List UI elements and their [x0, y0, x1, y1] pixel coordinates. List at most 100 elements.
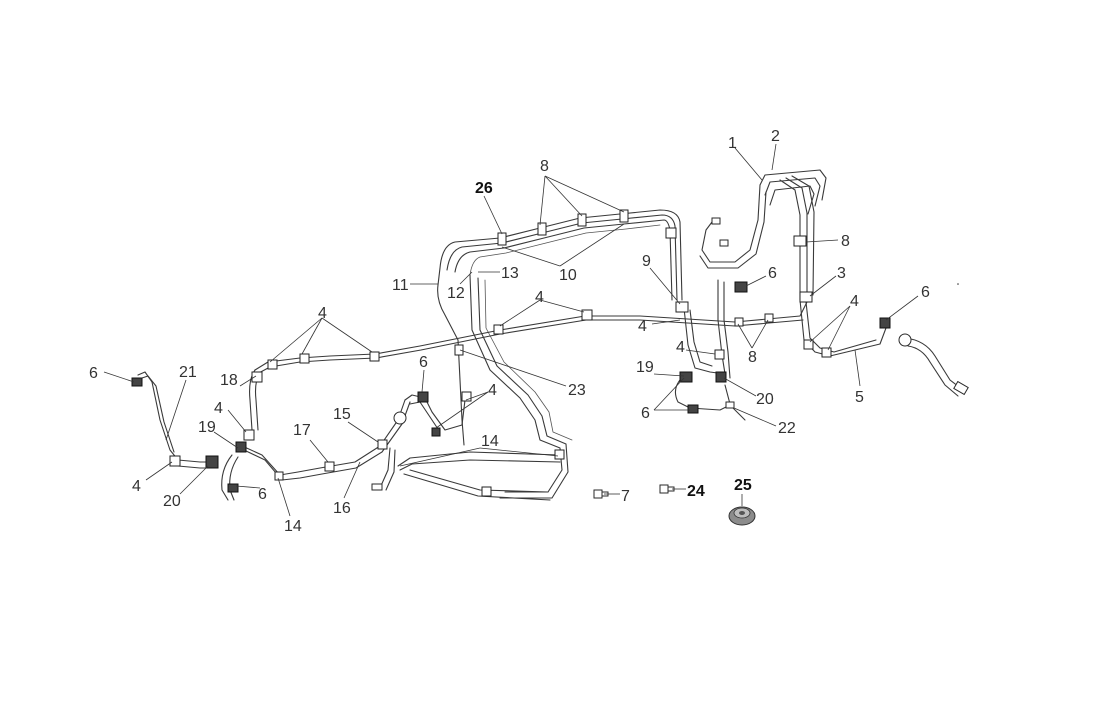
clip-4-left: [369, 351, 380, 362]
callout-19-left: 19: [198, 419, 216, 436]
loose-parts: [593, 484, 756, 526]
bracket-6-center: [417, 391, 429, 403]
callout-8-top: 8: [540, 158, 549, 175]
clip-8c: [619, 209, 629, 223]
callout-4-center: 4: [488, 382, 497, 399]
callout-6-upper: 6: [768, 265, 777, 282]
callout-5: 5: [855, 389, 864, 406]
callout-18: 18: [220, 372, 238, 389]
callout-3: 3: [837, 265, 846, 282]
callout-20-left: 20: [163, 493, 181, 510]
bracket-6-right: [687, 404, 699, 414]
clip-4-lower: [461, 391, 472, 402]
callout-4-upper-mid: 4: [535, 289, 544, 306]
clip-17: [324, 461, 335, 472]
fitting-5: [898, 333, 912, 347]
clip-4-right-mid: [714, 349, 725, 360]
pipe-clips: [169, 209, 832, 497]
cross-pipe: [249, 299, 809, 431]
callout-2: 2: [771, 128, 780, 145]
main-pipe-bundle: [397, 209, 683, 501]
callout-4-left-group: 4: [318, 305, 327, 322]
callout-6-left-lower: 6: [258, 486, 267, 503]
bracket-6-far-left: [131, 377, 143, 387]
callout-8-upper-right: 8: [841, 233, 850, 250]
callouts: 1 2 8 26 10 8 3 6 9 4 8 4 4 6 5 19 6 20 …: [89, 128, 930, 535]
callout-6-far-right: 6: [921, 284, 930, 301]
clip-top-right: [665, 227, 677, 239]
bracket-4-center: [431, 427, 441, 437]
fitting-15-end: [393, 411, 407, 425]
callout-6-far-left: 6: [89, 365, 98, 382]
clip-8-right-a: [734, 317, 744, 327]
clip-4-left-lower: [243, 429, 255, 441]
bracket-19-right: [679, 371, 693, 383]
leader-lines: [103, 143, 919, 517]
callout-7: 7: [621, 488, 630, 505]
clip-14-lower: [481, 486, 492, 497]
callout-23: 23: [568, 382, 586, 399]
clip-4-mid: [493, 324, 504, 335]
callout-12: 12: [447, 285, 465, 302]
left-lower-assembly: [137, 371, 466, 501]
clip-4-left2: [299, 353, 310, 364]
callout-25: 25: [734, 477, 752, 494]
bracket-20-left: [205, 455, 219, 469]
fitting-5-end: [953, 380, 969, 396]
clip-4-far-left: [169, 455, 181, 467]
callout-24: 24: [687, 483, 705, 500]
grommet-25: [728, 506, 756, 526]
callout-14-left: 14: [284, 518, 302, 535]
bolt-24: [659, 484, 675, 494]
clip-14-right: [554, 449, 565, 460]
clip-4-far-right-b: [821, 347, 832, 358]
callout-4-far-left: 4: [132, 478, 141, 495]
brackets: [131, 281, 891, 493]
right-middle-cluster: [674, 279, 746, 421]
clip-8a: [537, 222, 547, 236]
bracket-6-left-lower: [227, 483, 239, 493]
callout-4-far-right: 4: [850, 293, 859, 310]
clip-4-far-right-a: [803, 339, 814, 350]
callout-14-right: 14: [481, 433, 499, 450]
clip-4-right: [581, 309, 593, 321]
fitting-1-end-b: [719, 239, 729, 247]
callout-4-right-mid: 4: [676, 339, 685, 356]
bracket-20-right: [715, 371, 727, 383]
bracket-6-far-right: [879, 317, 891, 329]
clip-14-left: [274, 471, 284, 481]
clip-26: [497, 232, 507, 246]
bracket-19-left: [235, 441, 247, 453]
clip-4-left3: [267, 359, 278, 370]
clip-8-upper: [793, 235, 807, 247]
callout-1: 1: [728, 135, 737, 152]
clip-18: [251, 371, 263, 383]
callout-15: 15: [333, 406, 351, 423]
callout-17: 17: [293, 422, 311, 439]
fitting-16-end: [371, 483, 383, 491]
fittings: [371, 217, 969, 491]
clip-15: [377, 439, 388, 450]
callout-16: 16: [333, 500, 351, 517]
callout-22: 22: [778, 420, 796, 437]
callout-26: 26: [475, 180, 493, 197]
callout-4-left-lower: 4: [214, 400, 223, 417]
callout-6-right: 6: [641, 405, 650, 422]
clip-8b: [577, 213, 587, 227]
callout-19-right: 19: [636, 359, 654, 376]
callout-11: 11: [392, 277, 409, 294]
callout-8-lower-right: 8: [748, 349, 757, 366]
fitting-1-end-a: [711, 217, 721, 225]
clip-8-right-b: [764, 313, 774, 323]
bracket-6-upper: [734, 281, 748, 293]
clip-9: [675, 301, 689, 313]
callout-20-right: 20: [756, 391, 774, 408]
clip-3: [799, 291, 813, 303]
callout-13: 13: [501, 265, 519, 282]
fitting-22-end: [725, 401, 735, 409]
callout-9: 9: [642, 253, 651, 270]
callout-21: 21: [179, 364, 197, 381]
callout-4-near-9: 4: [638, 318, 647, 335]
